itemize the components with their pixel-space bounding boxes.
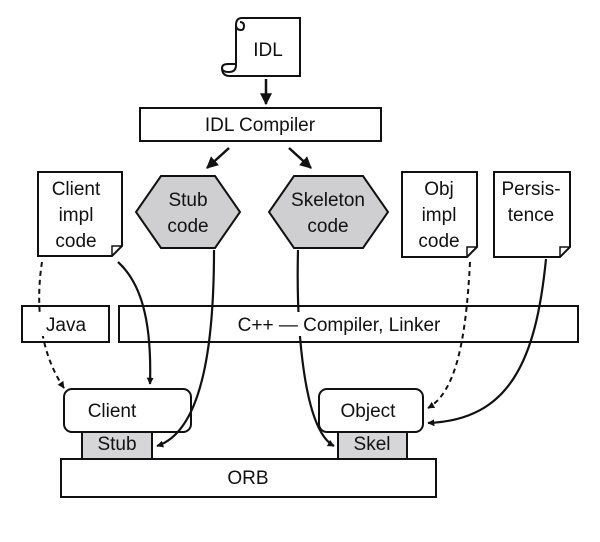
obj-impl-label-1: Obj [424, 179, 454, 200]
client-label: Client [88, 401, 137, 422]
orb-box [60, 458, 437, 498]
object-label: Object [341, 401, 397, 422]
client-impl-label-2: impl [59, 205, 94, 226]
arrow-skeleton-code-to-skel [296, 249, 335, 447]
stub-label: Stub [97, 434, 136, 455]
persistence-doc [493, 171, 571, 258]
arrow-stub-code-to-stub [156, 249, 216, 448]
java-label-bg [27, 312, 97, 336]
idl-compiler-box [139, 107, 382, 142]
object-box [318, 388, 424, 433]
obj-impl-label-3: code [418, 231, 459, 252]
orb-label: ORB [227, 468, 268, 489]
idl-compiler-label: IDL Compiler [205, 115, 316, 136]
arrow-client-impl-to-client [117, 261, 154, 385]
persistence-label-2: tence [508, 205, 554, 226]
stub-code-hexagon [134, 175, 242, 249]
client-impl-label-1: Client [52, 179, 101, 200]
arrow-compiler-to-stub [206, 147, 230, 169]
arrow-obj-impl-to-object [427, 261, 471, 409]
skel-label: Skel [354, 434, 391, 455]
arrow-persistence-to-object [427, 258, 548, 427]
obj-impl-label-2: impl [422, 205, 457, 226]
obj-impl-code-doc [401, 171, 478, 258]
skeleton-code-hexagon [267, 175, 390, 249]
java-label: Java [46, 315, 87, 336]
idl-scroll: IDL [220, 17, 301, 77]
arrow-compiler-to-skeleton [288, 147, 312, 169]
cpp-label-bg [224, 312, 460, 336]
skeleton-code-label-1: Skeleton [291, 190, 365, 211]
stub-code-label-2: code [167, 216, 208, 237]
client-impl-code-doc [37, 171, 123, 257]
idl-label: IDL [253, 40, 283, 61]
cpp-compiler-label: C++ — Compiler, Linker [238, 315, 441, 336]
skeleton-code-label-2: code [307, 216, 348, 237]
stub-code-label-1: Stub [168, 190, 207, 211]
skel-box [337, 427, 408, 460]
persistence-label-1: Persis- [501, 179, 560, 200]
client-impl-label-3: code [55, 231, 96, 252]
